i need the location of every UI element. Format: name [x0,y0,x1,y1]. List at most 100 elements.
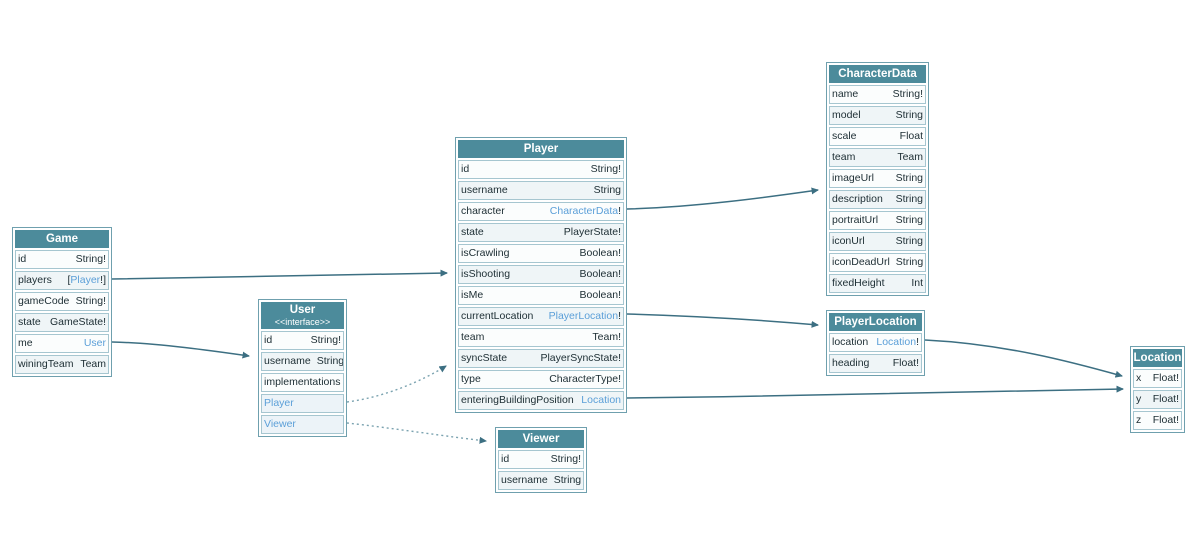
field-name: z [1136,414,1142,426]
field-name: enteringBuildingPosition [461,394,574,406]
field-row-player-syncState[interactable]: syncState PlayerSyncState! [458,349,624,368]
field-row-characterData-iconDeadUrl[interactable]: iconDeadUrl String [829,253,926,272]
type-node-header-player[interactable]: Player [458,140,624,158]
implementation-type-link[interactable]: Viewer [264,418,296,430]
field-type: Float! [1152,393,1179,405]
type-node-header-viewer[interactable]: Viewer [498,430,584,448]
field-type: String [895,193,923,205]
field-name: iconDeadUrl [832,256,890,268]
type-link-User[interactable]: User [83,337,106,349]
field-type: GameState! [49,316,106,328]
field-type: String! [550,453,581,465]
field-type: String [593,184,621,196]
type-link-Location[interactable]: Location [876,336,917,348]
field-type: Boolean! [579,289,621,301]
field-row-location-z[interactable]: z Float! [1133,411,1182,430]
field-name: id [18,253,27,265]
field-type: Float! [1152,414,1179,426]
type-title: PlayerLocation [834,316,917,328]
field-type: Float! [892,357,919,369]
edge-game-me-user [111,341,250,359]
field-name: character [461,205,505,217]
field-row-player-username[interactable]: username String [458,181,624,200]
field-type: String [316,355,344,367]
field-type: Float [899,130,923,142]
field-name: state [461,226,484,238]
edge-user-player-impl [346,365,447,403]
field-type: String! [590,163,621,175]
field-name: username [461,184,508,196]
type-node-header-characterData[interactable]: CharacterData [829,65,926,83]
field-row-player-character[interactable]: character CharacterData! [458,202,624,221]
edge-player-currentlocation-playerlocation [626,313,819,328]
field-type: String [895,172,923,184]
field-type: String [895,256,924,268]
field-type: PlayerSyncState! [540,352,621,364]
field-type: CharacterData! [549,205,621,217]
field-type: Int [911,277,923,289]
field-name: gameCode [18,295,70,307]
field-name: players [18,274,52,286]
field-type: Location [581,392,621,409]
field-name: isCrawling [461,247,510,259]
type-link-CharacterData[interactable]: CharacterData [549,205,619,217]
field-name: isShooting [461,268,511,280]
edge-user-viewer-impl [346,422,487,444]
field-row-player-enteringBuildingPosition[interactable]: enteringBuildingPosition Location [458,391,624,410]
section-row-user-implementations: implementations [261,373,344,392]
type-title: User [289,304,316,316]
type-link-PlayerLocation[interactable]: PlayerLocation [548,310,619,322]
field-type: String! [310,334,341,346]
type-node-header-user[interactable]: User<<interface>> [261,302,344,329]
edge-game-players-player [111,269,448,280]
field-name: currentLocation [461,310,534,322]
field-name: syncState [461,352,508,364]
field-name: winingTeam [18,358,74,370]
field-row-game-players[interactable]: players [Player!] [15,271,109,290]
type-node-header-playerLocation[interactable]: PlayerLocation [829,313,922,331]
field-type: [Player!] [67,274,106,286]
type-node-header-game[interactable]: Game [15,230,109,248]
type-node-header-location[interactable]: Location [1133,349,1182,367]
type-link-Player[interactable]: Player [70,274,101,286]
implementation-type-link[interactable]: Player [264,397,294,409]
implementation-row-user-Viewer[interactable]: Viewer [261,415,344,434]
type-link-Location[interactable]: Location [581,394,621,406]
implementation-row-user-Player[interactable]: Player [261,394,344,413]
